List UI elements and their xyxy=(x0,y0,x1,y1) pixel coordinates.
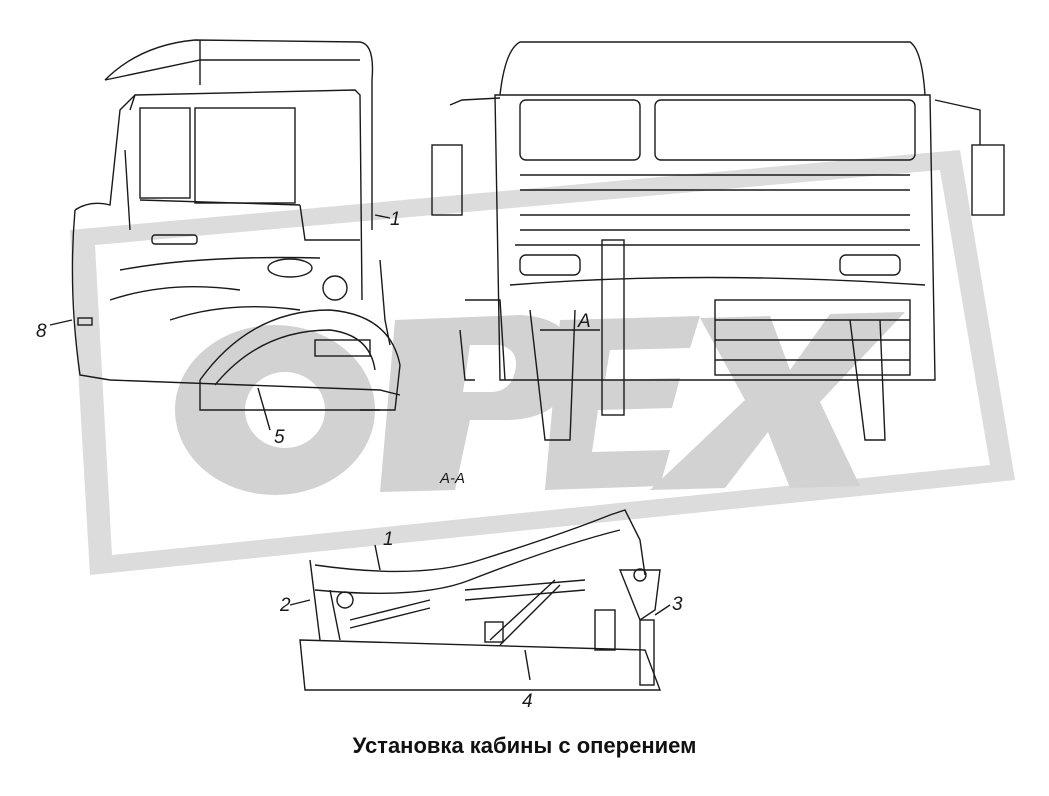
cab-side-view xyxy=(71,39,401,411)
callout-detail-2: 2 xyxy=(280,595,291,616)
cab-front-view xyxy=(431,41,1005,441)
callout-side-1: 1 xyxy=(390,209,401,230)
figure-caption: Установка кабины с оперением xyxy=(352,733,697,758)
callout-front-A: A xyxy=(578,311,591,332)
callout-side-8: 8 xyxy=(36,321,47,342)
callout-detail-4: 4 xyxy=(522,691,533,712)
callout-detail-3: 3 xyxy=(672,594,683,615)
section-label-AA: A-A xyxy=(440,470,466,487)
callout-side-5: 5 xyxy=(274,427,285,448)
callout-detail-1: 1 xyxy=(383,529,394,550)
watermark-logo xyxy=(70,150,1015,575)
section-detail xyxy=(49,214,671,691)
